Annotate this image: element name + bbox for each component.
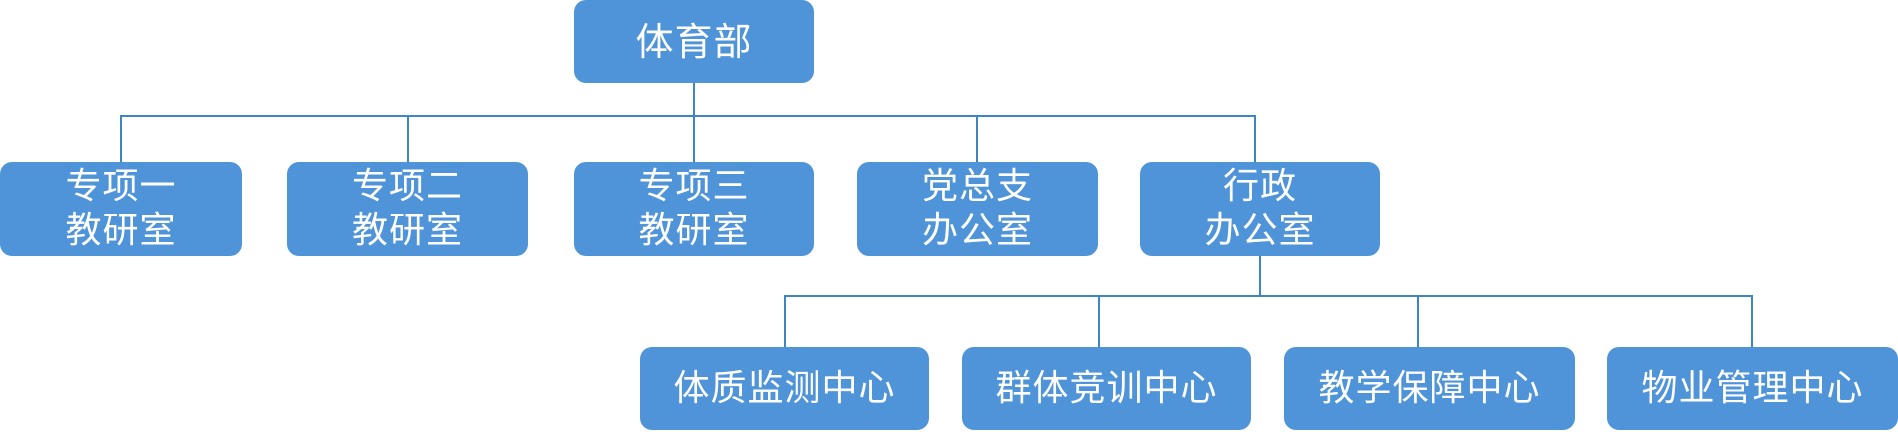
dept-node-5-line2: 办公室 <box>1204 210 1316 251</box>
connector-center1 <box>784 295 786 347</box>
connector-dept4 <box>976 115 978 162</box>
center-node-2[interactable]: 群体竞训中心 <box>962 347 1251 430</box>
center-node-2-label: 群体竞训中心 <box>995 367 1218 409</box>
dept-node-1-line2: 教研室 <box>65 210 177 251</box>
connector-dept5 <box>1254 115 1256 162</box>
dept-node-3-line1: 专项三 <box>638 166 750 207</box>
dept-node-2[interactable]: 专项二 教研室 <box>287 162 528 256</box>
connector-root-down <box>693 83 695 116</box>
dept-node-4-line1: 党总支 <box>921 166 1033 207</box>
connector-level2-bar <box>784 295 1753 297</box>
dept-node-4[interactable]: 党总支 办公室 <box>857 162 1098 256</box>
dept-node-3-line2: 教研室 <box>638 210 750 251</box>
root-node-label: 体育部 <box>635 19 753 64</box>
dept-node-2-line2: 教研室 <box>351 210 463 251</box>
center-node-3-label: 教学保障中心 <box>1318 367 1541 409</box>
dept-node-4-line2: 办公室 <box>921 210 1033 251</box>
connector-dept2 <box>407 115 409 162</box>
dept-node-5-line1: 行政 <box>1222 166 1297 207</box>
center-node-4[interactable]: 物业管理中心 <box>1607 347 1898 430</box>
center-node-3[interactable]: 教学保障中心 <box>1284 347 1575 430</box>
dept-node-1-line1: 专项一 <box>65 166 177 207</box>
dept-node-5[interactable]: 行政 办公室 <box>1140 162 1380 256</box>
connector-dept1 <box>120 115 122 162</box>
center-node-4-label: 物业管理中心 <box>1641 367 1864 409</box>
connector-center2 <box>1098 295 1100 347</box>
dept-node-3[interactable]: 专项三 教研室 <box>574 162 814 256</box>
connector-admin-down <box>1259 256 1261 296</box>
center-node-1[interactable]: 体质监测中心 <box>640 347 929 430</box>
connector-dept3 <box>693 115 695 162</box>
connector-center4 <box>1751 295 1753 347</box>
root-node-sports-department[interactable]: 体育部 <box>574 0 814 83</box>
connector-level1-bar <box>120 115 1256 117</box>
connector-center3 <box>1417 295 1419 347</box>
center-node-1-label: 体质监测中心 <box>673 367 896 409</box>
dept-node-1[interactable]: 专项一 教研室 <box>0 162 242 256</box>
dept-node-2-line1: 专项二 <box>351 166 463 207</box>
